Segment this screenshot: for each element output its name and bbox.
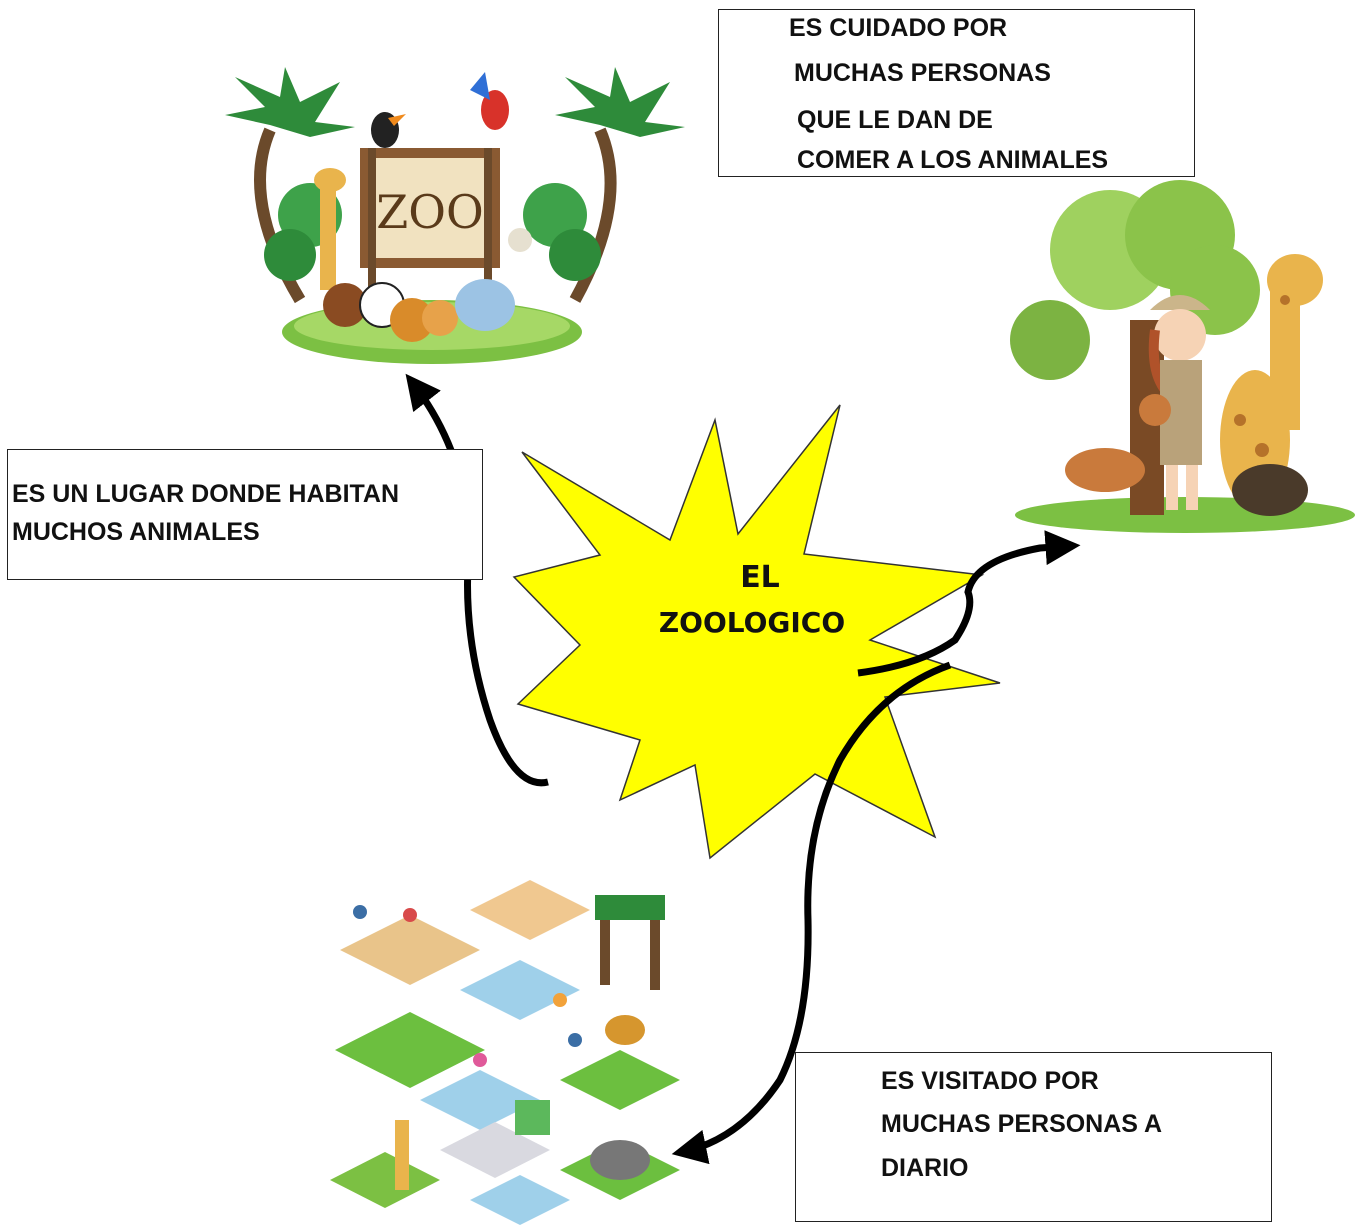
care-line-1: ES CUIDADO POR <box>789 14 1008 42</box>
arrow-to-zookeeper <box>857 530 1081 677</box>
isometric-zoo-map-illustration <box>330 880 680 1225</box>
care-line-4: COMER A LOS ANIMALES <box>797 146 1109 174</box>
arrow-to-isometric-zoo <box>671 661 952 1165</box>
place-line-2: MUCHOS ANIMALES <box>12 518 260 546</box>
zoo-sign-text: ZOO <box>376 185 483 239</box>
zookeeper-illustration <box>1010 180 1355 533</box>
center-title-line1: EL <box>740 560 780 595</box>
care-line-2: MUCHAS PERSONAS <box>794 59 1051 87</box>
zoo-entrance-illustration: ZOO <box>225 67 685 364</box>
text-box-place: ES UN LUGAR DONDE HABITAN MUCHOS ANIMALE… <box>7 449 483 580</box>
text-box-visit: ES VISITADO POR MUCHAS PERSONAS A DIARIO <box>795 1052 1272 1222</box>
care-line-3: QUE LE DAN DE <box>797 106 993 134</box>
visit-line-3: DIARIO <box>881 1154 969 1182</box>
place-line-1: ES UN LUGAR DONDE HABITAN <box>12 480 400 508</box>
visit-line-1: ES VISITADO POR <box>881 1067 1099 1095</box>
visit-line-2: MUCHAS PERSONAS A <box>881 1110 1163 1138</box>
center-title-line2: ZOOLOGICO <box>659 606 845 639</box>
text-box-care: ES CUIDADO POR MUCHAS PERSONAS QUE LE DA… <box>718 9 1195 177</box>
central-starburst <box>512 404 1001 860</box>
